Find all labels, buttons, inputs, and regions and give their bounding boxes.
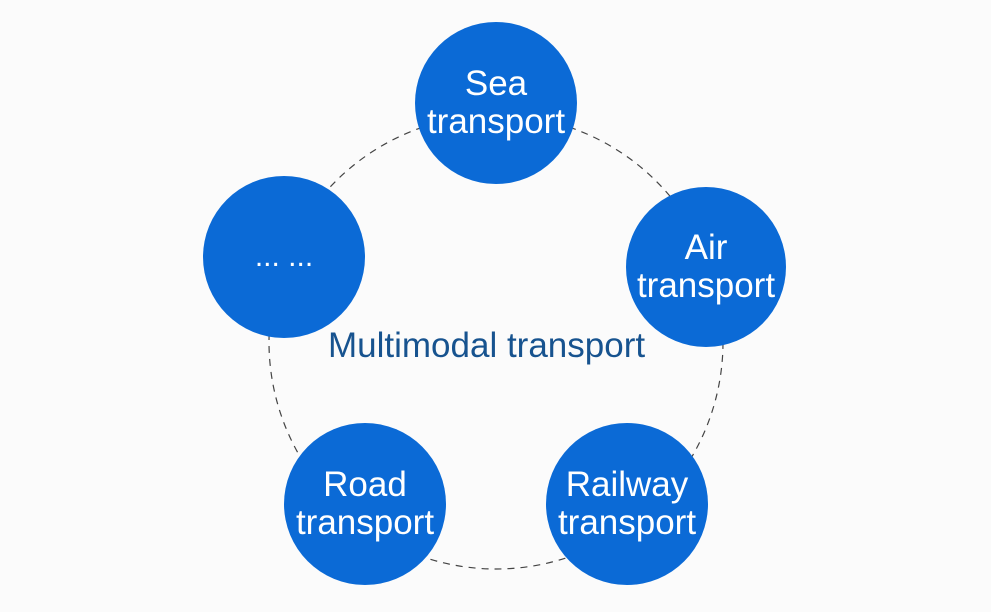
- node-other-modes: ... ...: [203, 176, 365, 338]
- node-road-line1: Road: [323, 465, 407, 504]
- node-sea-line1: Sea: [464, 64, 528, 103]
- node-air-transport: Air transport: [626, 187, 786, 347]
- center-label: Multimodal transport: [328, 326, 646, 365]
- node-sea-transport: Sea transport: [415, 22, 577, 184]
- node-air-line1: Air: [684, 228, 728, 267]
- node-sea-line2: transport: [426, 102, 566, 141]
- node-railway-line1: Railway: [565, 465, 689, 504]
- node-other-label: ... ...: [254, 240, 314, 273]
- node-road-line2: transport: [295, 503, 435, 542]
- node-air-line2: transport: [636, 266, 776, 305]
- node-road-transport: Road transport: [284, 423, 446, 585]
- node-railway-transport: Railway transport: [546, 423, 708, 585]
- node-railway-line2: transport: [557, 503, 697, 542]
